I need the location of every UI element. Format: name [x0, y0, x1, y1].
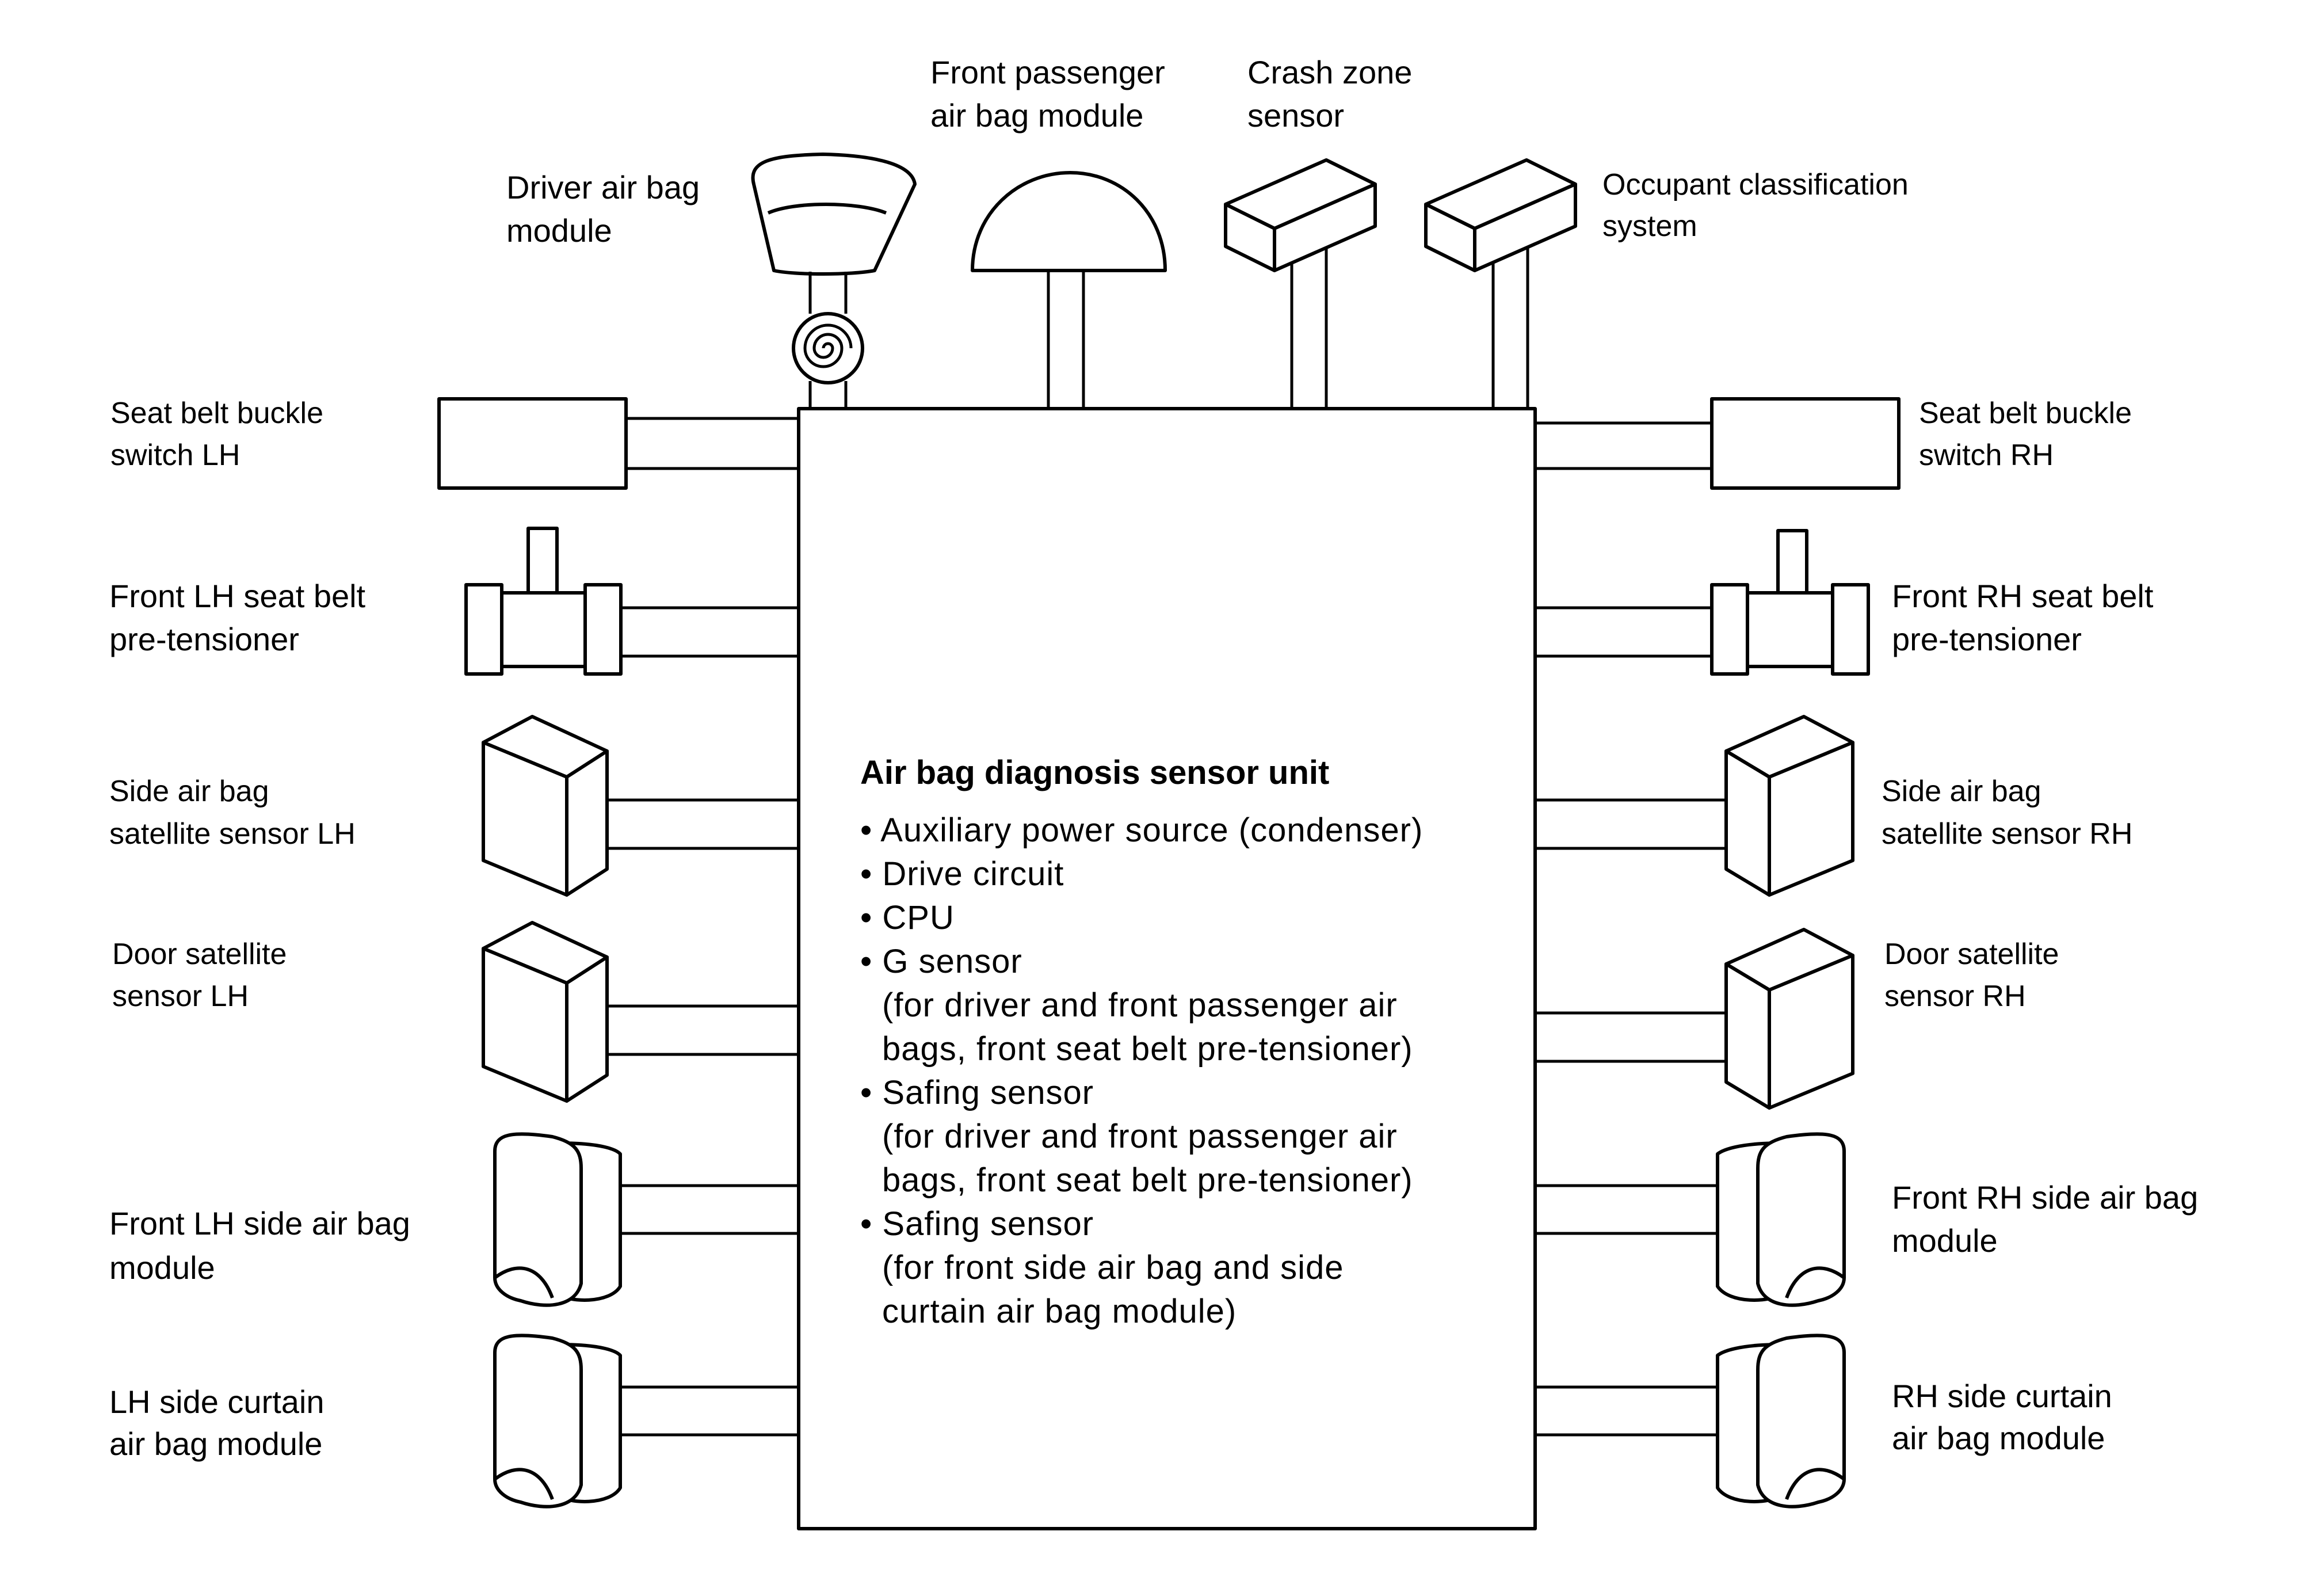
front-lh-side-airbag-module	[493, 1132, 799, 1307]
driver-airbag-module	[751, 153, 917, 409]
side-satellite-sensor-rh	[1535, 715, 1854, 897]
unit-line: (for driver and front passenger air	[882, 1118, 1398, 1155]
occupant-classification-sensor	[1424, 158, 1577, 409]
front-rh-pretensioner	[1535, 529, 1870, 676]
front-passenger-airbag-module	[971, 171, 1167, 409]
label-door-satellite-rh: Door satellite	[1884, 938, 2059, 971]
front-rh-side-airbag-module	[1535, 1132, 1846, 1307]
label-side-satellite-lh: satellite sensor LH	[109, 817, 356, 851]
label-front-passenger-airbag: Front passenger	[930, 54, 1165, 90]
unit-line: bags, front seat belt pre-tensioner)	[882, 1161, 1413, 1199]
crash-zone-sensor	[1224, 158, 1377, 409]
unit-line: bags, front seat belt pre-tensioner)	[882, 1030, 1413, 1068]
unit-line: • Safing sensor	[860, 1205, 1094, 1243]
unit-feature-list: • Auxiliary power source (condenser) • D…	[860, 812, 1423, 1330]
label-crash-zone-sensor: sensor	[1247, 97, 1344, 134]
label-seat-belt-buckle-rh: Seat belt buckle	[1919, 397, 2132, 430]
unit-line: • Drive circuit	[860, 855, 1064, 893]
label-seat-belt-buckle-rh: switch RH	[1919, 439, 2054, 472]
label-rh-curtain: air bag module	[1892, 1420, 2105, 1456]
label-front-lh-side-airbag: Front LH side air bag	[109, 1205, 410, 1241]
label-driver-airbag: module	[506, 212, 612, 249]
label-side-satellite-rh: Side air bag	[1882, 775, 2041, 808]
airbag-diagnosis-sensor-unit	[797, 407, 1537, 1530]
unit-line: curtain air bag module)	[882, 1293, 1237, 1330]
lh-side-curtain-airbag-module	[493, 1334, 799, 1509]
label-front-passenger-airbag: air bag module	[930, 97, 1143, 134]
label-side-satellite-lh: Side air bag	[109, 775, 269, 808]
unit-line: (for front side air bag and side	[882, 1249, 1344, 1286]
label-front-rh-pretensioner: pre-tensioner	[1892, 621, 2082, 657]
unit-line: • CPU	[860, 899, 955, 936]
label-occupant-classification: system	[1602, 209, 1697, 243]
rh-side-curtain-airbag-module	[1535, 1334, 1846, 1509]
label-lh-curtain: LH side curtain	[109, 1384, 325, 1420]
label-driver-airbag: Driver air bag	[506, 169, 700, 205]
door-satellite-sensor-rh	[1535, 928, 1854, 1110]
label-rh-curtain: RH side curtain	[1892, 1378, 2112, 1414]
label-front-lh-pretensioner: Front LH seat belt	[109, 578, 366, 614]
unit-line: (for driver and front passenger air	[882, 986, 1398, 1024]
unit-line: • G sensor	[860, 943, 1022, 980]
label-side-satellite-rh: satellite sensor RH	[1882, 817, 2132, 851]
label-front-rh-pretensioner: Front RH seat belt	[1892, 578, 2154, 614]
label-door-satellite-rh: sensor RH	[1884, 980, 2026, 1013]
label-seat-belt-buckle-lh: switch LH	[110, 439, 240, 472]
label-front-lh-side-airbag: module	[109, 1250, 215, 1286]
label-crash-zone-sensor: Crash zone	[1247, 54, 1412, 90]
side-satellite-sensor-lh	[482, 715, 799, 897]
label-lh-curtain: air bag module	[109, 1426, 322, 1462]
unit-line: • Auxiliary power source (condenser)	[860, 812, 1423, 849]
label-door-satellite-lh: sensor LH	[112, 980, 249, 1013]
front-lh-pretensioner	[464, 527, 799, 676]
seat-belt-buckle-switch-lh	[437, 397, 799, 490]
label-front-lh-pretensioner: pre-tensioner	[109, 621, 299, 657]
label-front-rh-side-airbag: Front RH side air bag	[1892, 1179, 2198, 1216]
label-seat-belt-buckle-lh: Seat belt buckle	[110, 397, 323, 430]
label-door-satellite-lh: Door satellite	[112, 938, 287, 971]
door-satellite-sensor-lh	[482, 921, 799, 1103]
label-occupant-classification: Occupant classification	[1602, 168, 1909, 201]
seat-belt-buckle-switch-rh	[1535, 397, 1901, 490]
unit-line: • Safing sensor	[860, 1074, 1094, 1111]
label-front-rh-side-airbag: module	[1892, 1222, 1998, 1259]
unit-title: Air bag diagnosis sensor unit	[860, 754, 1329, 791]
